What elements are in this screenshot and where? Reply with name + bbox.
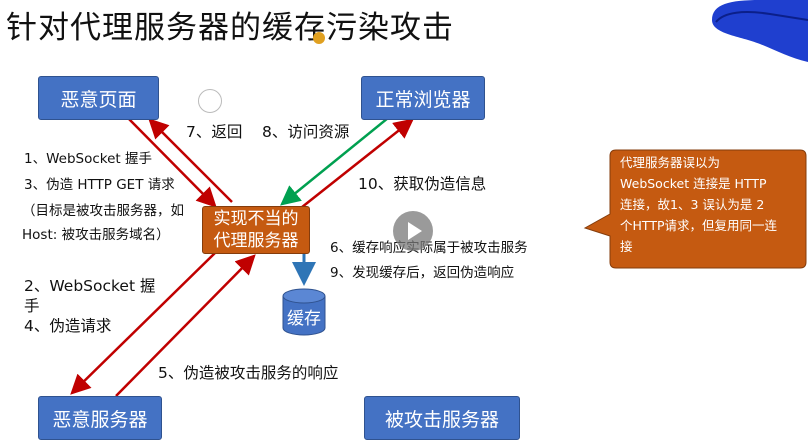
- callout-line4: 个HTTP请求，但复用同一连: [620, 218, 777, 233]
- proxy-label-line2: 代理服务器: [213, 231, 299, 251]
- play-button-icon[interactable]: [393, 211, 433, 251]
- malicious-server-node: 恶意服务器: [38, 396, 162, 440]
- step3-note-line1: （目标是被攻击服务器，如: [22, 203, 184, 219]
- step8-label: 8、访问资源: [262, 123, 350, 141]
- step3-note-line2: Host: 被攻击服务域名）: [22, 227, 170, 243]
- attacked-server-node: 被攻击服务器: [364, 396, 520, 440]
- step2-label-line1: 2、WebSocket 握: [24, 277, 156, 295]
- cache-label-wrap: 缓存: [283, 302, 325, 330]
- step3-label: 3、伪造 HTTP GET 请求: [24, 177, 175, 193]
- arrow-page-to-proxy: [127, 117, 217, 208]
- arrow-proxy-to-browser: [291, 118, 414, 216]
- normal-browser-label: 正常浏览器: [375, 88, 471, 111]
- malicious-server-label: 恶意服务器: [52, 408, 148, 431]
- arrow-proxy-to-server: [70, 251, 217, 395]
- callout-line3: 连接，故1、3 误认为是 2: [620, 197, 765, 212]
- step2-label-line2: 手: [24, 297, 40, 315]
- step4-label: 4、伪造请求: [24, 317, 112, 335]
- callout-line2: WebSocket 连接是 HTTP: [620, 176, 767, 191]
- step6-label: 6、缓存响应实际属于被攻击服务: [330, 240, 528, 256]
- malicious-page-label: 恶意页面: [60, 88, 137, 111]
- attacked-server-label: 被攻击服务器: [384, 408, 499, 431]
- arrow-proxy-to-page: [148, 118, 233, 203]
- step5-label: 5、伪造被攻击服务的响应: [158, 364, 339, 382]
- callout-line1: 代理服务器误以为: [620, 155, 721, 170]
- normal-browser-node: 正常浏览器: [361, 76, 485, 120]
- callout-line5: 接: [620, 239, 633, 254]
- pointer-circle: [198, 89, 222, 113]
- cache-label: 缓存: [287, 308, 321, 329]
- page-title: 针对代理服务器的缓存污染攻击: [6, 10, 454, 46]
- arrow-browser-to-proxy: [280, 117, 389, 206]
- step9-label: 9、发现缓存后，返回伪造响应: [330, 265, 515, 281]
- proxy-server-node: 实现不当的 代理服务器: [202, 206, 310, 254]
- callout-text: 代理服务器误以为 WebSocket 连接是 HTTP 连接，故1、3 误认为是…: [620, 152, 800, 257]
- arrow-server-to-proxy: [115, 254, 256, 397]
- cursor-indicator: [313, 32, 325, 44]
- callout-shape: [583, 149, 807, 269]
- proxy-label-line1: 实现不当的: [213, 209, 299, 229]
- cache-cylinder: [282, 288, 326, 336]
- step10-label: 10、获取伪造信息: [358, 175, 487, 193]
- malicious-page-node: 恶意页面: [38, 76, 159, 120]
- step7-label: 7、返回: [186, 123, 243, 141]
- step1-label: 1、WebSocket 握手: [24, 151, 152, 167]
